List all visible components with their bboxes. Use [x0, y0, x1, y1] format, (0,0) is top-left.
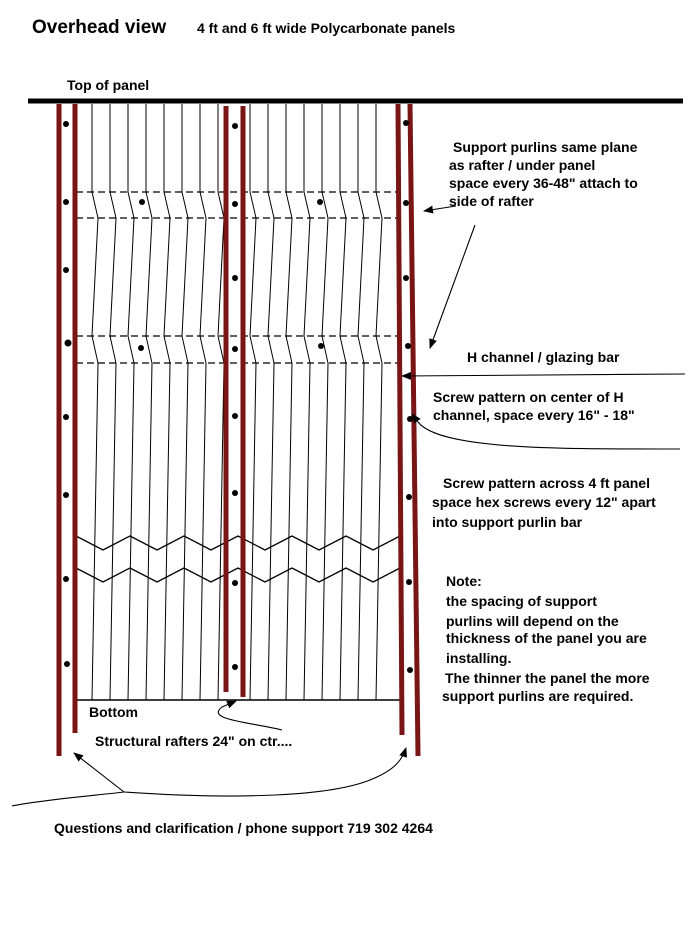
h-channel-label: H channel / glazing bar	[467, 349, 620, 365]
note-heading: Note:	[446, 573, 482, 589]
screw-dot	[232, 201, 238, 207]
panel-flute-line	[267, 104, 275, 701]
screw-dot	[63, 576, 69, 582]
screw-dot	[64, 661, 70, 667]
screw-center-arrow	[411, 413, 421, 424]
screw-center-line-2: channel, space every 16" - 18"	[433, 407, 635, 423]
screw-dot	[232, 275, 238, 281]
panel-flute-line	[375, 104, 383, 701]
purlin-arrow	[423, 205, 457, 214]
support-purlins-line-3: space every 36-48" attach to	[449, 175, 638, 191]
panel-flute-line	[357, 104, 365, 701]
note-line-4: installing.	[446, 650, 511, 666]
screw-dot	[64, 339, 72, 347]
panel-flute-line	[339, 104, 347, 701]
panel-flute-line	[163, 104, 171, 701]
panel-flute-line	[199, 104, 207, 701]
screw-dot	[406, 579, 412, 585]
rafter-right-inner	[395, 103, 405, 736]
screw-across-note: Screw pattern across 4 ft panel space he…	[432, 475, 656, 530]
support-purlins-line-1: Support purlins same plane	[453, 139, 638, 155]
screw-dot	[63, 414, 69, 420]
purlin-pointer-arrow	[429, 224, 476, 349]
screw-dot	[139, 199, 145, 205]
rafters-label: Structural rafters 24" on ctr....	[95, 733, 292, 749]
screw-dot	[403, 200, 409, 206]
bottom-label: Bottom	[89, 704, 138, 720]
h-channel-arrow	[401, 371, 686, 380]
support-purlins-note: Support purlins same plane as rafter / u…	[449, 139, 638, 209]
panel-flute-line	[303, 104, 311, 701]
note-line-5: The thinner the panel the more	[445, 670, 650, 686]
screw-dot	[232, 346, 238, 352]
panel-flute-line	[109, 104, 117, 701]
screw-dot	[403, 120, 409, 126]
footer-support-text: Questions and clarification / phone supp…	[54, 820, 433, 836]
screw-dot	[63, 121, 69, 127]
panel-flutes	[91, 104, 383, 701]
screw-dot	[407, 667, 413, 673]
panel-flute-line	[217, 104, 225, 701]
support-purlins	[76, 191, 400, 364]
screw-dot	[317, 199, 323, 205]
screw-dot	[232, 664, 238, 670]
screw-dot	[138, 345, 144, 351]
screw-across-line-1: Screw pattern across 4 ft panel	[443, 475, 650, 491]
note-line-2: purlins will depend on the	[446, 613, 619, 629]
structural-rafters	[56, 103, 421, 757]
left-rafter-arrow	[73, 752, 125, 793]
screw-dot	[405, 343, 411, 349]
screw-dot	[232, 413, 238, 419]
screw-dot	[63, 267, 69, 273]
screw-dot	[63, 199, 69, 205]
top-of-panel-label: Top of panel	[67, 77, 149, 93]
panel-flute-line	[181, 104, 189, 701]
support-purlins-line-4: side of rafter	[449, 193, 534, 209]
break-line-upper	[75, 535, 401, 551]
spacing-note: Note: the spacing of support purlins wil…	[442, 573, 650, 704]
screw-dot	[403, 275, 409, 281]
panel-flute-line	[285, 104, 293, 701]
panel-flute-line	[91, 104, 99, 701]
screw-dot	[63, 492, 69, 498]
screw-center-note: Screw pattern on center of H channel, sp…	[433, 389, 635, 423]
support-purlins-line-2: as rafter / under panel	[449, 157, 595, 173]
screw-center-line-1: Screw pattern on center of H	[433, 389, 624, 405]
panel-flute-line	[127, 104, 135, 701]
note-line-1: the spacing of support	[446, 593, 597, 609]
right-rafter-arrow	[123, 747, 407, 797]
annotation-arrows	[11, 205, 686, 807]
diagram-title: Overhead view	[32, 17, 166, 38]
footer-leader-left	[11, 791, 125, 807]
break-line-lower	[75, 567, 401, 583]
diagram-subtitle: 4 ft and 6 ft wide Polycarbonate panels	[197, 20, 455, 36]
screw-dots	[63, 120, 413, 673]
screw-dot	[232, 580, 238, 586]
screw-dot	[318, 343, 324, 349]
bottom-squiggle-arrow	[218, 700, 283, 731]
screw-dot	[407, 416, 413, 422]
panel-flute-line	[249, 104, 257, 701]
panel-flute-line	[321, 104, 329, 701]
screw-dot	[406, 494, 412, 500]
screw-dot	[232, 490, 238, 496]
screw-center-leader	[417, 421, 681, 450]
rafter-right-outer	[407, 103, 421, 757]
note-line-3: thickness of the panel you are	[446, 630, 647, 646]
note-line-6: support purlins are required.	[442, 688, 633, 704]
panel-flute-line	[145, 104, 153, 701]
screw-across-line-2: space hex screws every 12" apart	[432, 494, 656, 510]
screw-dot	[232, 123, 238, 129]
screw-across-line-3: into support purlin bar	[432, 514, 583, 530]
